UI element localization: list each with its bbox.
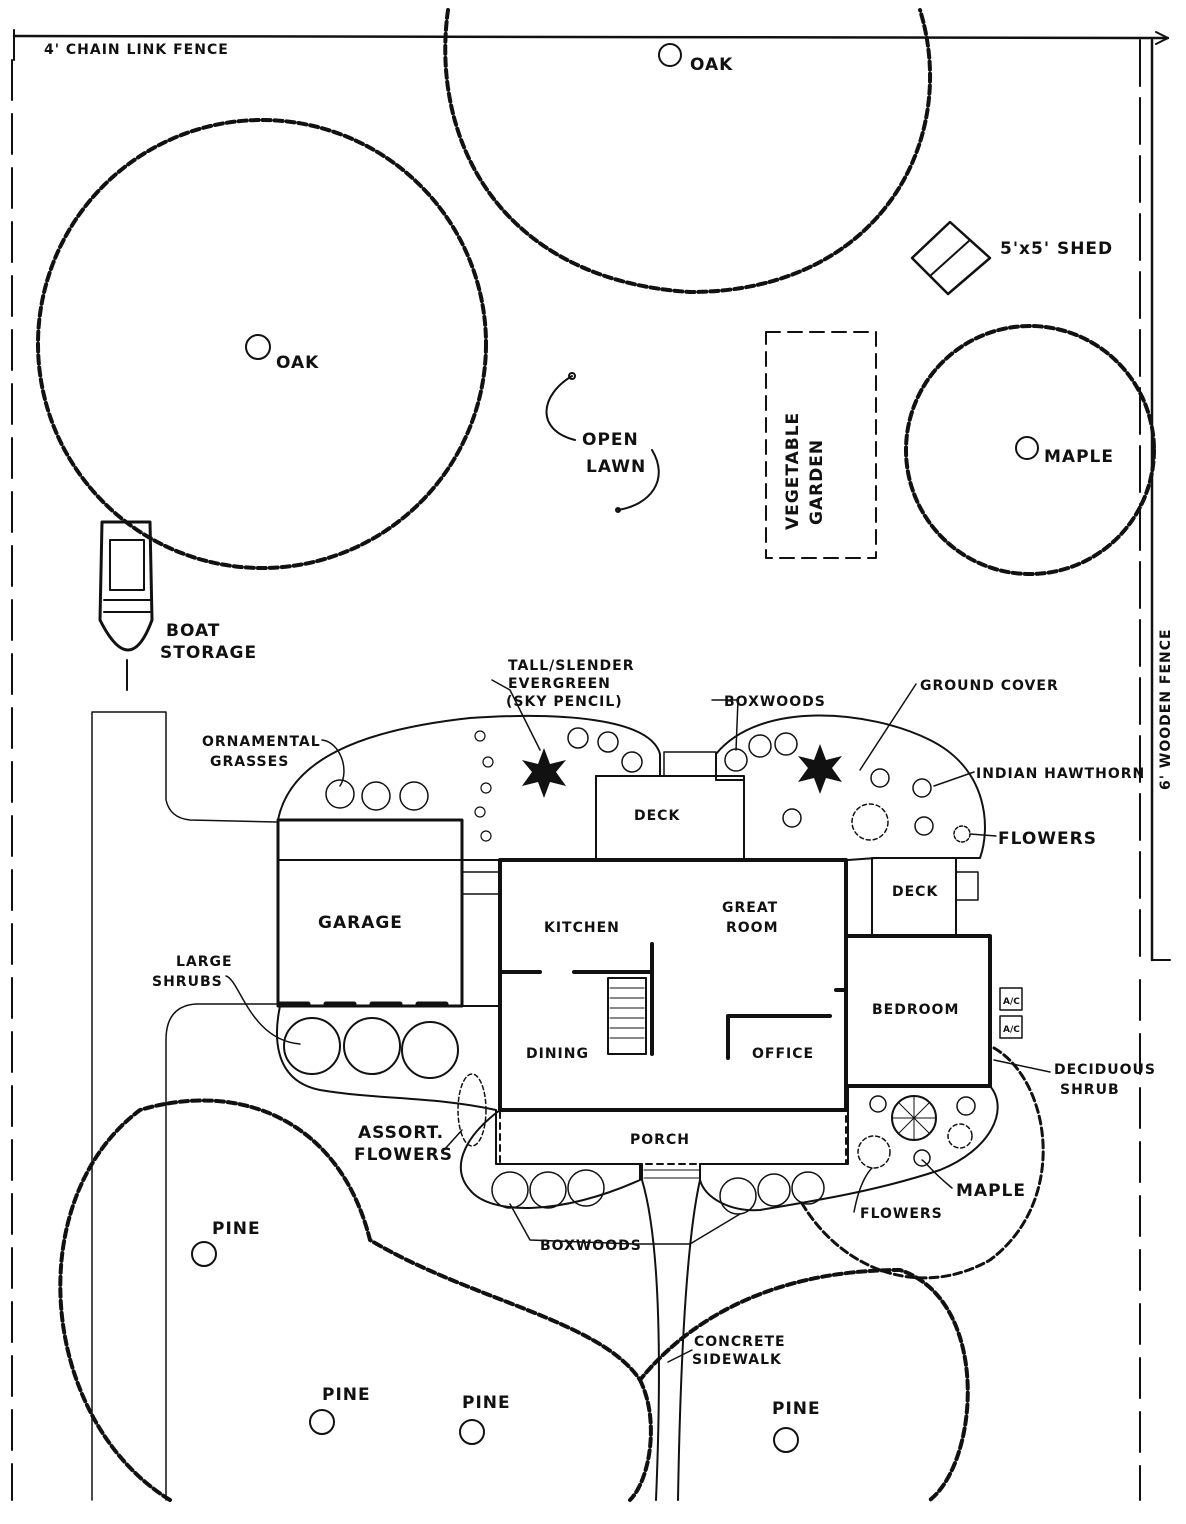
assort-label-1: ASSORT. [358,1123,444,1143]
rear-planting-bed [277,714,986,861]
oak-left-label: OAK [276,353,319,373]
open-lawn: OPEN LAWN [545,372,660,513]
deciduous-shrub [798,1046,1045,1280]
evergreen-label-2: EVERGREEN [508,676,611,692]
deck-rear-label: DECK [634,808,680,824]
deck-side-label: DECK [892,884,938,900]
vegetable-garden: VEGETABLE GARDEN [765,331,877,559]
oak-tree-top: OAK [443,8,933,294]
evergreen-label-3: (SKY PENCIL) [506,694,623,710]
oak-top-label: OAK [690,55,733,75]
pine-label-4: PINE [772,1399,821,1419]
assort-label-2: FLOWERS [354,1145,453,1165]
veg-garden-label-1: VEGETABLE [783,412,803,530]
pine-label-3: PINE [462,1393,511,1413]
great-room-label-2: ROOM [726,920,779,936]
shed: 5'x5' SHED [910,220,1113,296]
sidewalk-label-1: CONCRETE [694,1334,786,1350]
grasses-label-2: GRASSES [210,754,289,770]
porch-label: PORCH [630,1132,690,1148]
shed-label: 5'x5' SHED [1000,239,1113,259]
flowers-front-label: FLOWERS [860,1206,943,1222]
boxwoods-rear [567,727,798,773]
ac-label-2: A/C [1003,1025,1020,1035]
grasses-label-1: ORNAMENTAL [202,734,321,750]
deciduous-label-1: DECIDUOUS [1054,1062,1156,1078]
oak-tree-left: OAK [36,118,488,570]
sky-pencil-row [474,730,494,842]
large-shrubs [283,1017,459,1079]
evergreen-label-1: TALL/SLENDER [508,658,635,674]
evergreen-star-icon [522,744,842,798]
sidewalk-label-2: SIDEWALK [692,1352,782,1368]
assorted-flowers [457,1073,487,1147]
open-lawn-label-2: LAWN [586,457,646,477]
kitchen-label: KITCHEN [544,920,620,936]
maple-tree-right: MAPLE [904,324,1156,576]
indian-hawthorn [782,768,971,843]
great-room-label-1: GREAT [722,900,778,916]
chain-link-fence [11,29,1170,1501]
ac-label-1: A/C [1003,997,1020,1007]
chain-fence-label: 4' CHAIN LINK FENCE [44,42,229,58]
pine-group: PINE PINE PINE PINE [58,1098,970,1502]
open-lawn-label-1: OPEN [582,430,639,450]
maple-front-label: MAPLE [956,1181,1026,1201]
boat-label-1: BOAT [166,621,220,641]
flowers-right-label: FLOWERS [998,829,1097,849]
ornamental-grasses [325,779,429,811]
pine-label-1: PINE [212,1219,261,1239]
boxwoods-front [491,1169,825,1215]
bedroom-label: BEDROOM [872,1002,959,1018]
wooden-fence [1139,38,1171,1501]
boat-label-2: STORAGE [160,643,257,663]
office-label: OFFICE [752,1046,814,1062]
wooden-fence-label: 6' WOODEN FENCE [1158,628,1174,790]
ground-cover-label: GROUND COVER [920,678,1059,694]
boxwoods-top-label: BOXWOODS [724,694,826,710]
pine-label-2: PINE [322,1385,371,1405]
hawthorn-label: INDIAN HAWTHORN [976,766,1145,782]
boxwoods-front-label: BOXWOODS [540,1238,642,1254]
leader-lines [225,679,1051,1363]
driveway [91,711,277,1501]
house: GARAGE KITCHEN GREAT ROOM BEDROOM DINING… [276,751,992,1501]
veg-garden-label-2: GARDEN [807,439,827,525]
garage-label: GARAGE [318,913,403,933]
maple-front [857,1095,976,1169]
dining-label: DINING [526,1046,589,1062]
ac-units: A/C A/C [999,987,1023,1039]
maple-right-label: MAPLE [1044,447,1114,467]
boat-storage: BOAT STORAGE [98,520,257,691]
large-shrubs-label-2: SHRUBS [152,974,223,990]
large-shrubs-label-1: LARGE [176,954,233,970]
deciduous-label-2: SHRUB [1060,1082,1120,1098]
